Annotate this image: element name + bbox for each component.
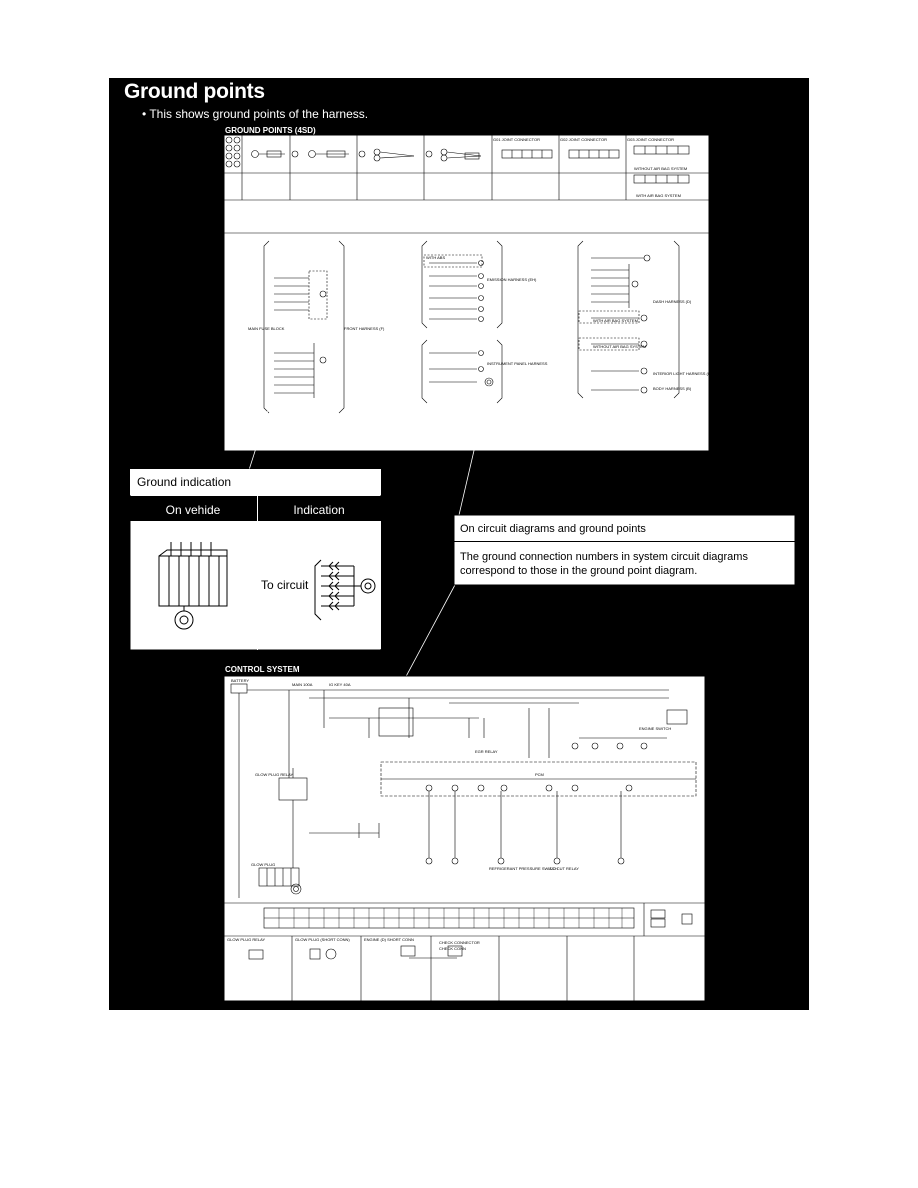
circuit-note-title: On circuit diagrams and ground points: [460, 523, 646, 535]
connector-table: [224, 135, 709, 234]
bottom-cell-3-label: ENGINE (D) SHORT CONN: [364, 937, 414, 942]
main-fuse-block-label: MAIN FUSE BLOCK: [248, 326, 285, 331]
bottom-cell-1-label: GLOW PLUG RELAY: [227, 937, 265, 942]
on-vehicle-header: On vehide: [166, 503, 221, 517]
top-diagram-heading: GROUND POINTS (4SD): [225, 126, 316, 135]
ig-key-fuse-label: IG KEY 40A: [329, 682, 351, 687]
ground-point-diagram-figure: GROUND POINTS (4SD): [129, 126, 796, 1002]
top-diagram-panel: [223, 134, 710, 452]
pointer-line-2: [458, 385, 490, 516]
bottom-cell-2-label: GLOW PLUG (SHORT CONN): [295, 937, 350, 942]
glow-plug-relay-label: GLOW PLUG RELAY: [255, 772, 293, 777]
ac-cut-relay-label: A/C CUT RELAY: [549, 866, 579, 871]
body-harness-label: BODY HARNESS (B): [653, 386, 692, 391]
page-title: Ground points: [124, 80, 265, 103]
instrument-panel-harness-label: INSTRUMENT PANEL HARNESS: [487, 361, 548, 366]
condition-1-label: WITHOUT AIR BAG SYSTEM: [634, 166, 687, 171]
egr-relay-label: EGR RELAY: [475, 749, 498, 754]
circuit-note-line-1: The ground connection numbers in system …: [460, 551, 748, 563]
interior-light-harness-label: INTERIOR LIGHT HARNESS (IN): [653, 371, 714, 376]
with-airbag-label: WITH AIR BAG SYSTEM: [593, 318, 638, 323]
dash-harness-label: DASH HARNESS (D): [653, 299, 692, 304]
bottom-diagram-heading: CONTROL SYSTEM: [225, 665, 300, 674]
circuit-note-box: [453, 514, 796, 586]
check-connector-label: CHECK CONNECTOR: [439, 940, 480, 945]
connector-2-label: G02 JOINT CONNECTOR: [560, 137, 607, 142]
to-circuit-label: To circuit: [261, 578, 309, 592]
connector-1-label: G01 JOINT CONNECTOR: [493, 137, 540, 142]
pcm-pin-grid: [278, 908, 623, 928]
bottom-cell-4-label: CHECK CONN: [439, 946, 466, 951]
manual-page: Ground points • This shows ground points…: [109, 78, 809, 1010]
ground-indication-box: [129, 468, 382, 651]
intro-bullet: • This shows ground points of the harnes…: [142, 107, 369, 121]
pcm-label: PCM: [535, 772, 544, 777]
vehicle-ground-terminal-drawing: [158, 542, 228, 630]
left-wiring-group: [263, 240, 345, 414]
circuit-note-line-2: correspond to those in the ground point …: [460, 565, 697, 577]
right-wiring-group: [577, 240, 680, 399]
indication-header: Indication: [293, 503, 344, 517]
with-abs-label: WITH ABS: [426, 255, 445, 260]
ground-indication-title: Ground indication: [137, 475, 231, 489]
glow-plug-label: GLOW PLUG: [251, 862, 275, 867]
connector-3-label: G03 JOINT CONNECTOR: [627, 137, 674, 142]
without-airbag-label: WITHOUT AIR BAG SYSTEM: [593, 344, 646, 349]
refrigerant-switch-label: REFRIGERANT PRESSURE SWITCH: [489, 866, 558, 871]
condition-2-label: WITH AIR BAG SYSTEM: [636, 193, 681, 198]
pointer-line-1: [248, 397, 273, 471]
middle-wiring-group: [421, 240, 503, 404]
battery-label: BATTERY: [231, 678, 249, 683]
engine-switch-label: ENGINE SWITCH: [639, 726, 671, 731]
main-fuse-label: MAIN 100A: [292, 682, 313, 687]
front-harness-label: FRONT HARNESS (F): [344, 326, 385, 331]
bottom-diagram-panel: [223, 675, 706, 1002]
control-system-schematic: [224, 683, 705, 1002]
indication-ground-symbol: [314, 559, 376, 621]
intro-text: This shows ground points of the harness.: [149, 107, 369, 121]
emission-harness-label: EMISSION HARNESS (EH): [487, 277, 537, 282]
